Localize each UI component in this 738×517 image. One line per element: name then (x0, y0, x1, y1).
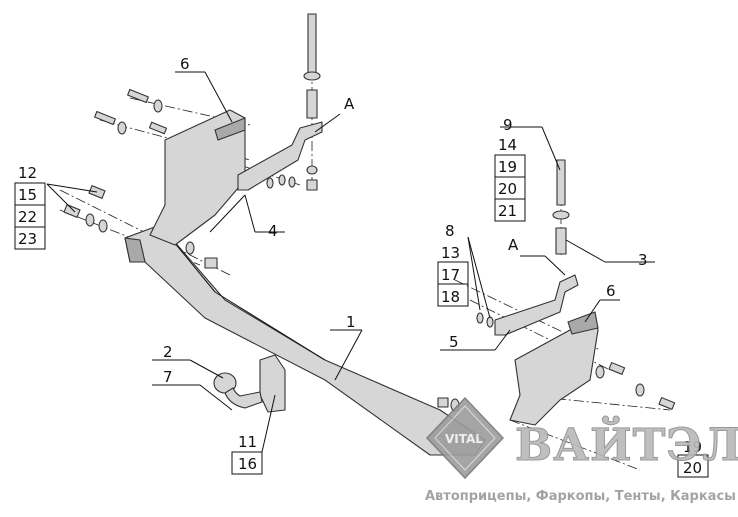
label-1: 1 (346, 313, 356, 331)
brand-name: ВАЙТЭЛ (515, 415, 738, 471)
label-20: 20 (498, 180, 517, 198)
label-4: 4 (268, 222, 278, 240)
label-22: 22 (18, 208, 37, 226)
label-15: 15 (18, 186, 37, 204)
label-a-left: А (344, 95, 355, 113)
left-l-bracket-part-4 (237, 121, 323, 191)
label-9: 9 (503, 116, 513, 134)
left-vertical-bolt (303, 13, 321, 191)
label-13: 13 (441, 244, 460, 262)
label-boxes (14, 154, 709, 478)
label-a-right: А (508, 236, 519, 254)
label-23: 23 (18, 230, 37, 248)
label-2: 2 (163, 343, 173, 361)
label-7: 7 (163, 368, 173, 386)
label-19: 19 (498, 158, 517, 176)
label-12: 12 (18, 164, 37, 182)
label-8: 8 (445, 222, 455, 240)
label-14: 14 (498, 136, 517, 154)
vital-badge-text: VITAL (445, 432, 483, 446)
label-3: 3 (638, 251, 648, 269)
right-vertical-bolt (552, 159, 570, 255)
label-5: 5 (449, 333, 459, 351)
label-21: 21 (498, 202, 517, 220)
label-20-lower: 20 (683, 459, 702, 477)
label-16: 16 (238, 455, 257, 473)
vital-badge-diamond (425, 396, 505, 480)
part-labels: 6 А 4 12 15 22 23 9 14 19 20 21 3 А 8 13… (18, 55, 702, 477)
label-19-lower: 19 (683, 438, 702, 456)
crossbar-part-1 (124, 224, 486, 456)
left-bracket-part-6 (149, 109, 246, 246)
watermark: VITAL ВАЙТЭЛ Автоприцепы, Фаркопы, Тенты… (425, 396, 738, 504)
label-11: 11 (238, 433, 257, 451)
brand-tagline: Автоприцепы, Фаркопы, Тенты, Каркасы (425, 489, 736, 504)
label-17: 17 (441, 266, 460, 284)
towball-assembly (213, 354, 286, 413)
label-6-right: 6 (606, 282, 616, 300)
right-l-bracket-part-5 (494, 274, 579, 336)
label-18: 18 (441, 288, 460, 306)
label-6-left: 6 (180, 55, 190, 73)
leader-lines (46, 71, 655, 453)
right-bracket-part-6 (509, 311, 599, 426)
